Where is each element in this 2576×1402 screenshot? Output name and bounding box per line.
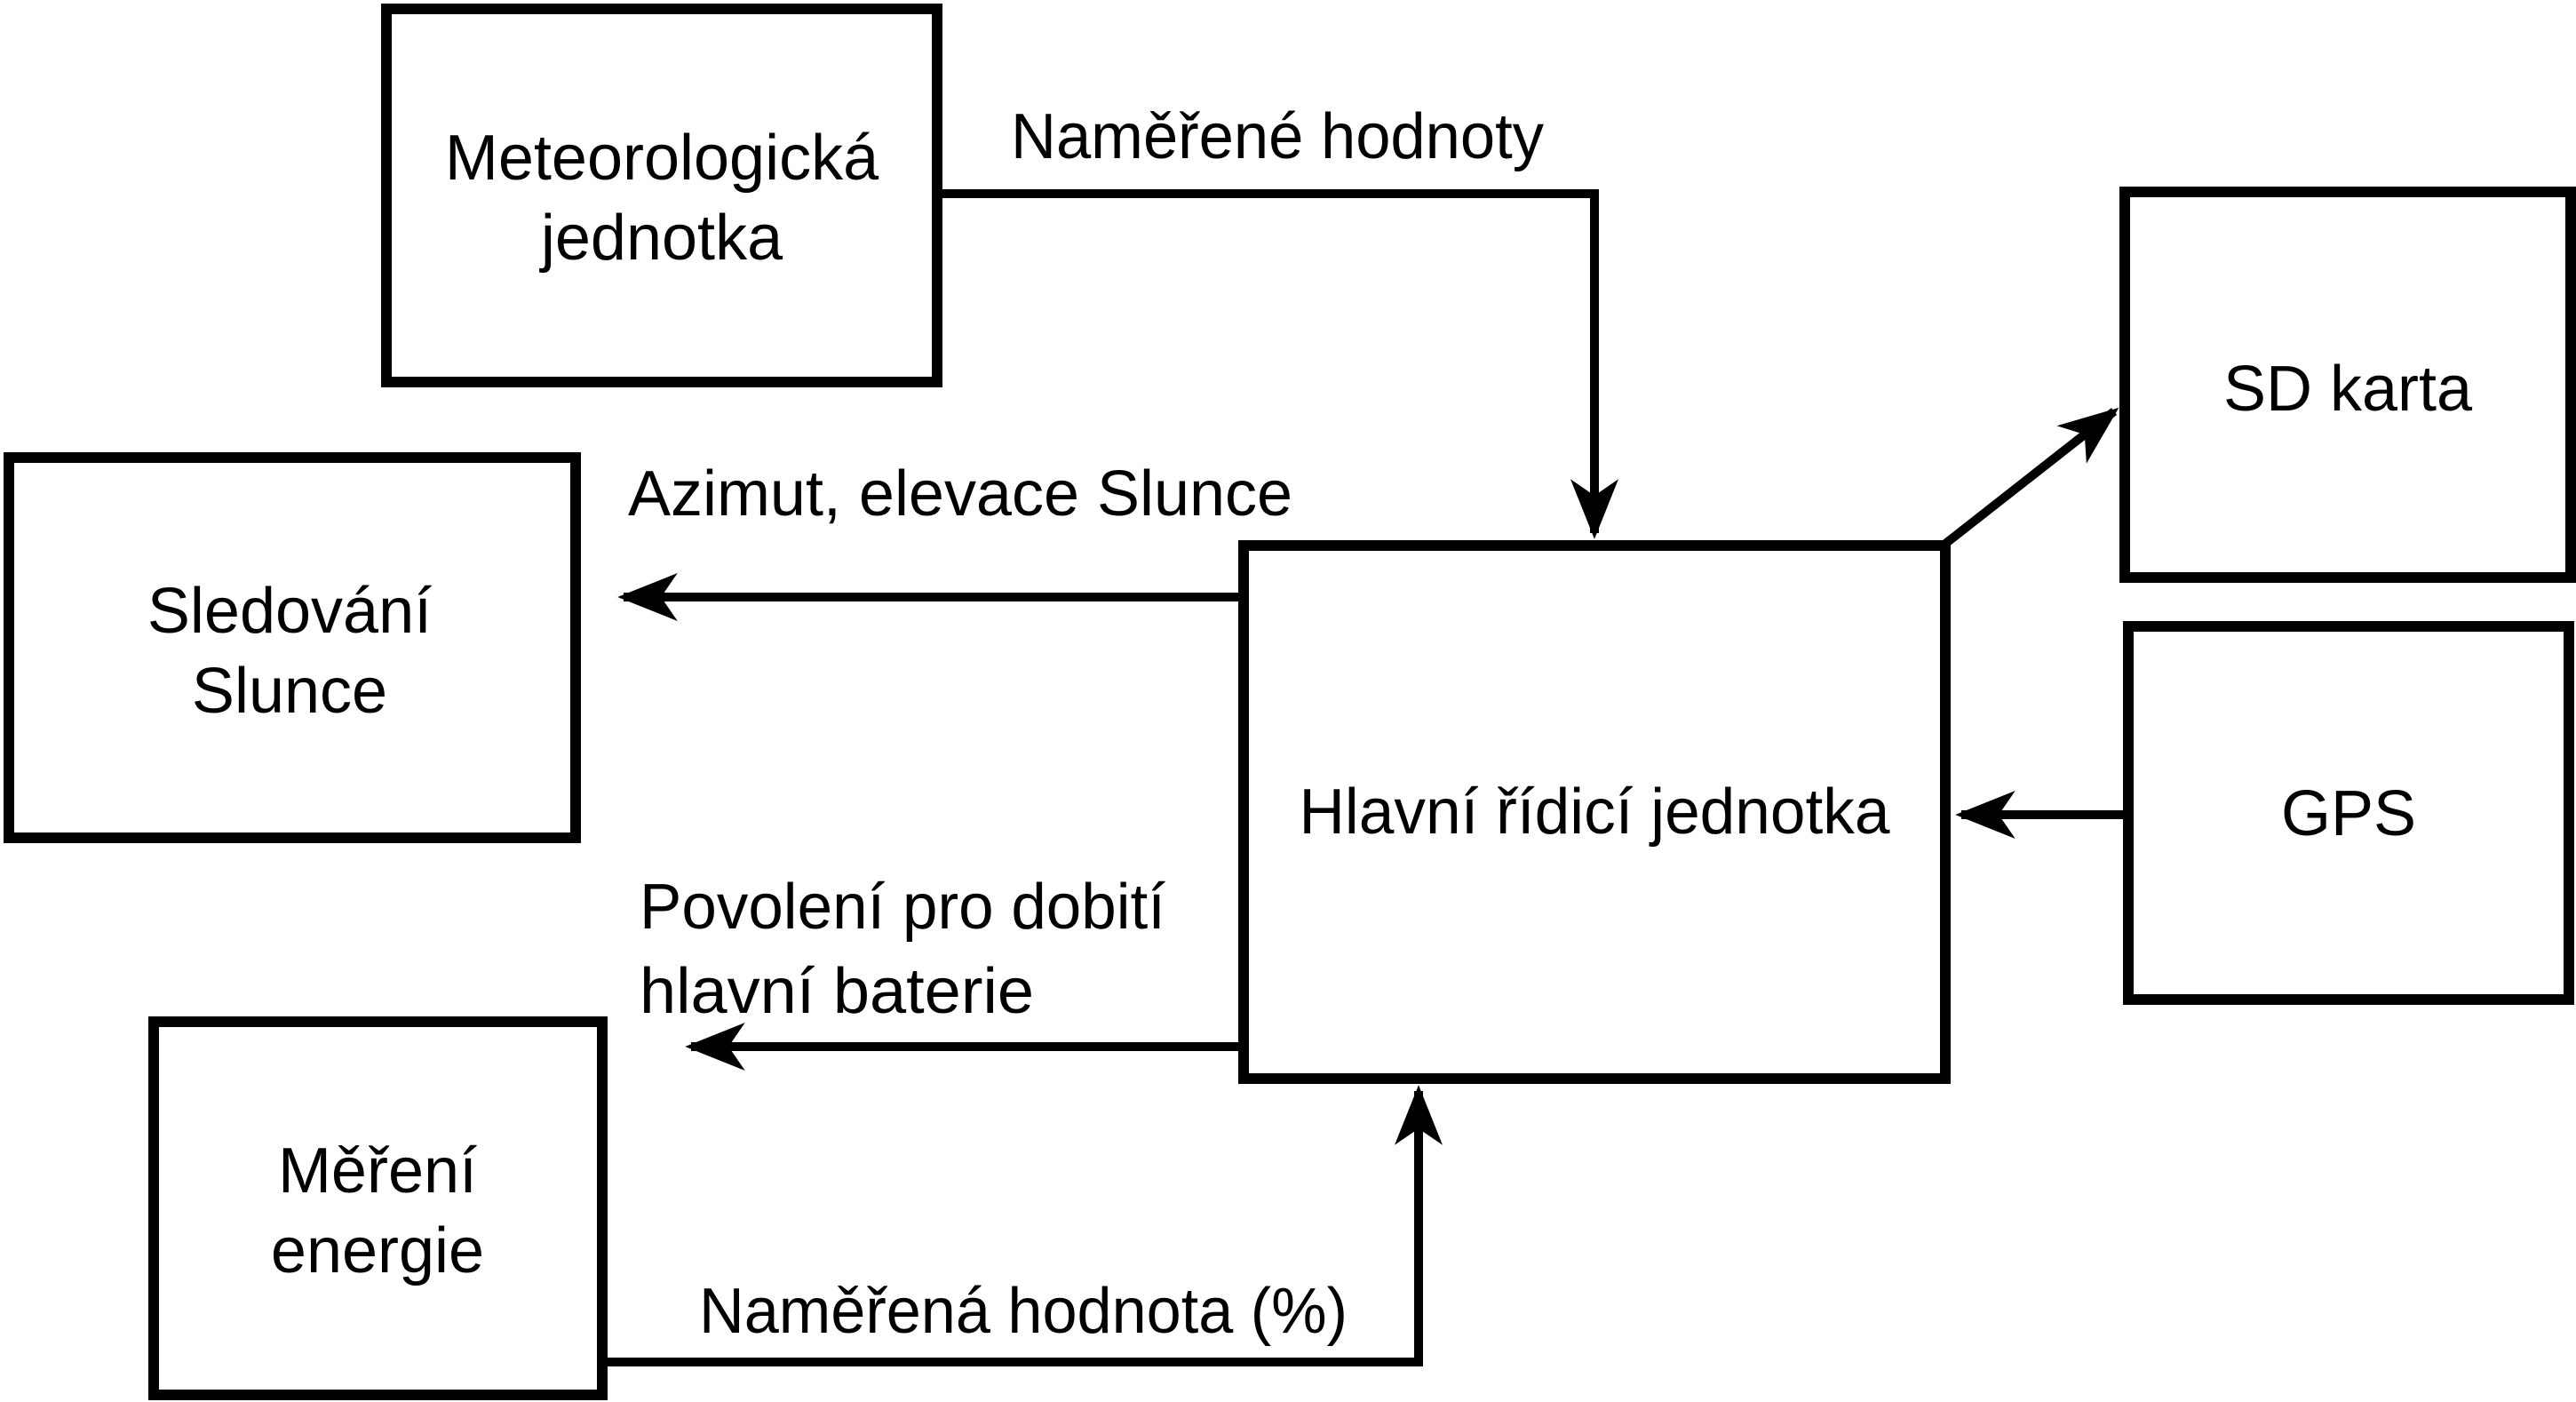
box-meteorologicka-jednotka-label-line2: jednotka [539, 203, 783, 274]
box-mereni-energie-rect [148, 1016, 608, 1400]
box-hlavni-ridici-jednotka-rect [1238, 540, 1951, 1084]
edge-hlavni-to-sd [1942, 407, 2119, 547]
box-sledovani-slunce-label-line1: Sledování [147, 576, 432, 647]
box-sledovani-slunce-label-line2: Slunce [192, 656, 387, 727]
box-hlavni-ridici-jednotka-label: Hlavní řídicí jednotka [1300, 777, 1891, 848]
box-gps: GPS [2123, 621, 2574, 1005]
box-hlavni-ridici-jednotka: Hlavní řídicí jednotka [1238, 540, 1951, 1084]
box-sd-karta-rect [2119, 187, 2576, 583]
box-mereni-energie-label-line2: energie [271, 1215, 484, 1286]
box-gps-rect [2123, 621, 2574, 1005]
box-sledovani-slunce: Sledování Slunce [4, 452, 581, 843]
box-meteorologicka-jednotka-rect [381, 4, 942, 387]
edge-label-azimut-elevace: Azimut, elevace Slunce [628, 458, 1292, 530]
box-meteorologicka-jednotka: Meteorologická jednotka [381, 4, 942, 387]
edge-label-povoleni-line1: Povolení pro dobití [640, 872, 1165, 943]
edge-label-namerene-hodnoty: Naměřené hodnoty [1011, 101, 1544, 172]
box-sd-karta-label: SD karta [2223, 354, 2473, 425]
box-gps-label: GPS [2281, 778, 2416, 849]
edge-label-namerena-hodnota: Naměřená hodnota (%) [699, 1276, 1348, 1347]
edge-meteo-to-hlavni [934, 189, 1619, 539]
box-mereni-energie-label-line1: Měření [278, 1135, 477, 1207]
boxes: Meteorologická jednotka Sledování Slunce… [4, 4, 2576, 1400]
edge-mereni-to-hlavni [602, 1085, 1443, 1366]
edges: Naměřené hodnoty Azimut, elevace Slunce … [602, 101, 2127, 1366]
box-sledovani-slunce-rect [4, 452, 581, 843]
box-meteorologicka-jednotka-label-line1: Meteorologická [445, 123, 879, 194]
edge-label-povoleni-line2: hlavní baterie [640, 956, 1034, 1027]
box-sd-karta: SD karta [2119, 187, 2576, 583]
box-mereni-energie: Měření energie [148, 1016, 608, 1400]
